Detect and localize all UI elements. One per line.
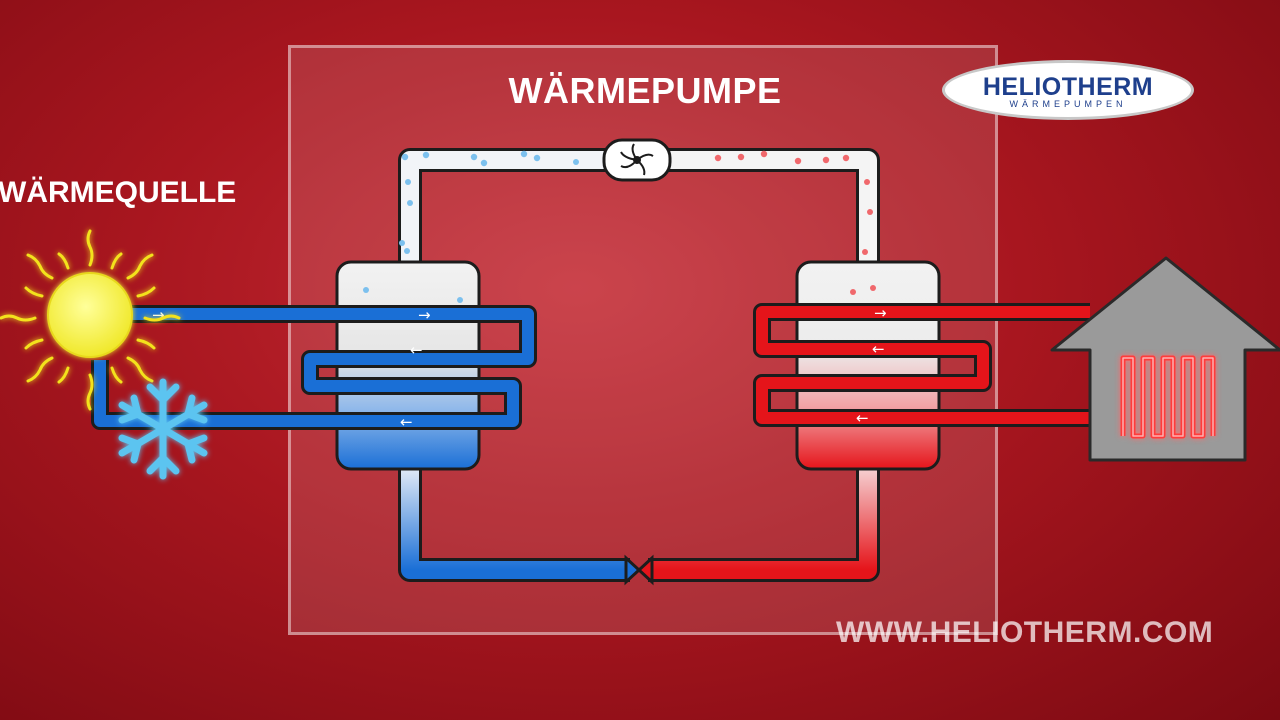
radiator-icon [1120,355,1216,439]
arrow-left-icon: ← [872,340,885,358]
heat-source-label: WÄRMEQUELLE [0,176,237,209]
arrow-left-icon: ← [856,409,869,427]
arrow-left-icon: ← [400,413,413,431]
heliotherm-logo: HELIOTHERM WÄRMEPUMPEN [942,60,1194,120]
condenser-tank [795,260,941,471]
refrigerant-bottom-pipe [398,465,880,582]
expansion-valve [624,554,654,586]
house-icon [1050,256,1280,462]
arrow-left-icon: ← [410,341,423,359]
source-loop-coil [91,305,537,430]
diagram-title: WÄRMEPUMPE [508,70,782,111]
flow-arrows: → → ← ← → ← ← [152,304,887,431]
heating-loop-coil [753,303,1090,427]
website-url: WWW.HELIOTHERM.COM [836,616,1214,649]
arrow-right-icon: → [418,306,431,324]
refrigerant-top-pipe [398,148,880,265]
logo-name: HELIOTHERM [982,73,1154,101]
hot-refrigerant-particles [714,150,876,295]
sun-icon [0,229,181,411]
logo-subtitle: WÄRMEPUMPEN [1009,99,1127,109]
compressor [602,138,672,182]
cold-refrigerant-particles [363,150,579,303]
snowflake-icon [118,378,208,480]
arrow-right-icon: → [874,304,887,322]
compressor-fan-icon [620,143,654,176]
